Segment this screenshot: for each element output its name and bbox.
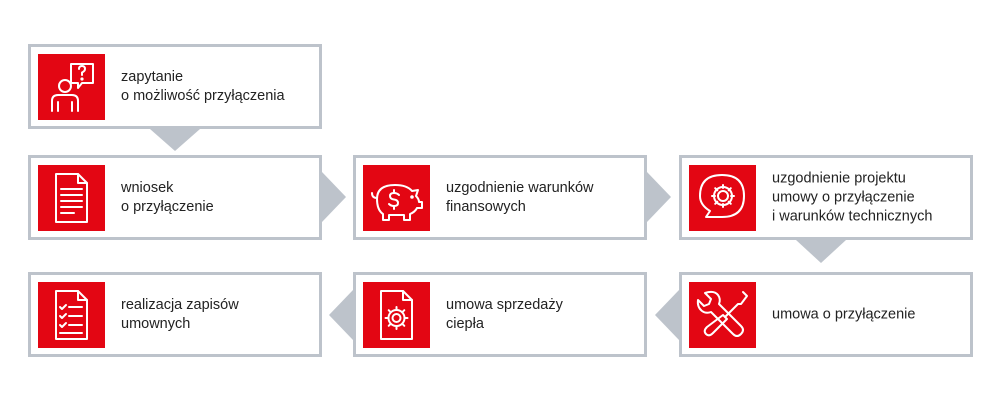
arrow-down-connector [796, 240, 846, 263]
step-heat-sales-contract: umowa sprzedaży ciepła [353, 272, 647, 357]
question-person-icon [38, 54, 105, 120]
arrow-left-connector [655, 290, 679, 340]
step-label: zapytanie o możliwość przyłączenia [121, 68, 285, 104]
piggy-bank-icon [363, 165, 430, 231]
document-icon [38, 165, 105, 231]
step-financial-terms: uzgodnienie warunków finansowych [353, 155, 647, 240]
wrench-screwdriver-icon [689, 282, 756, 348]
step-label: wniosek o przyłączenie [121, 179, 214, 215]
step-label: umowa sprzedaży ciepła [446, 296, 563, 332]
step-label: uzgodnienie projektu umowy o przyłączeni… [772, 170, 933, 224]
arrow-down-connector [150, 129, 200, 151]
step-label: umowa o przyłączenie [772, 306, 916, 322]
step-label: realizacja zapisów umownych [121, 296, 239, 332]
checklist-icon [38, 282, 105, 348]
step-connection-contract: umowa o przyłączenie [679, 272, 973, 357]
gear-speech-icon [689, 165, 756, 231]
step-contract-execution: realizacja zapisów umownych [28, 272, 322, 357]
gear-document-icon [363, 282, 430, 348]
arrow-left-connector [329, 290, 353, 340]
arrow-right-connector [322, 172, 346, 222]
step-project-agreement: uzgodnienie projektu umowy o przyłączeni… [679, 155, 973, 240]
step-application: wniosek o przyłączenie [28, 155, 322, 240]
step-inquiry: zapytanie o możliwość przyłączenia [28, 44, 322, 129]
arrow-right-connector [647, 172, 671, 222]
step-label: uzgodnienie warunków finansowych [446, 179, 594, 215]
